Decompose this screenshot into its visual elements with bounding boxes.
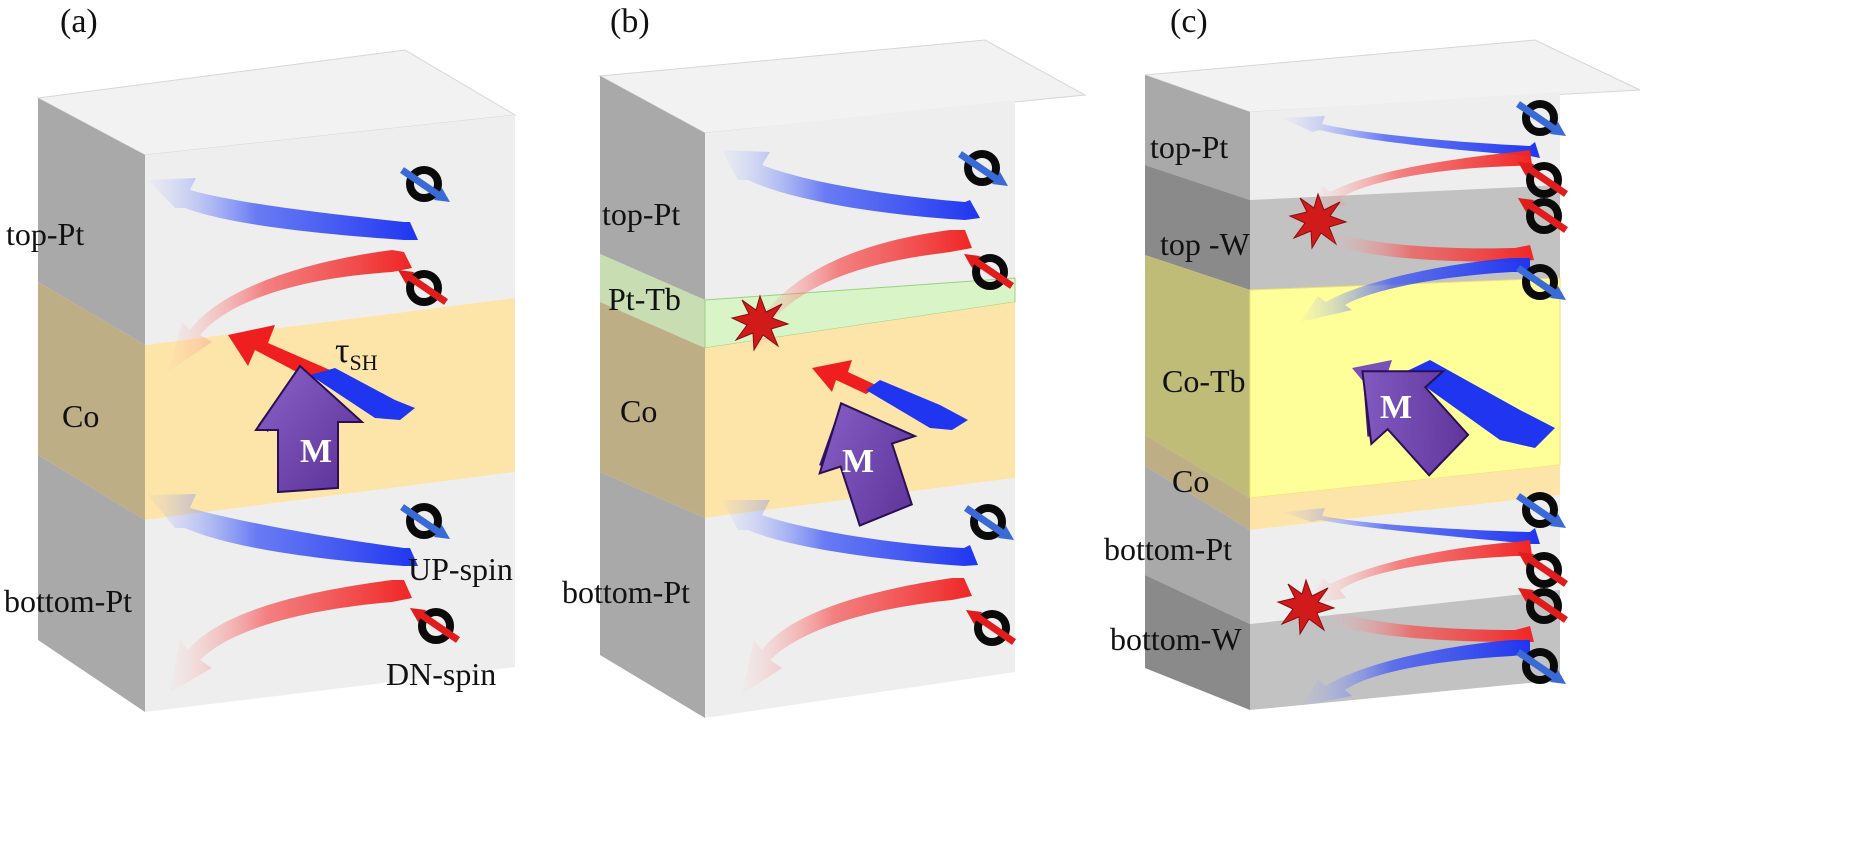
torque-arrow-blue [1405, 360, 1555, 448]
layer-side-bottom-w [1145, 575, 1250, 710]
magnetization-arrow [254, 364, 365, 494]
magnetization-label: M [1380, 389, 1412, 426]
up-spin-arrow [1300, 640, 1530, 706]
panel-label-a: (a) [60, 3, 98, 40]
layer-label-bottom-w: bottom-W [1110, 621, 1242, 657]
layer-side-co [600, 302, 705, 518]
panel-label-c: (c) [1170, 3, 1208, 40]
up-spin-arrow [148, 494, 418, 566]
dn-spin-arrow [170, 580, 412, 692]
layer-side-top-pt [1145, 75, 1250, 200]
layer-label-top-pt: top-Pt [1150, 129, 1228, 165]
layer-side-top-w [1145, 165, 1250, 290]
up-spin-arrow [1282, 116, 1540, 158]
magnetization-label: M [300, 433, 332, 470]
magnetization-label: M [842, 443, 874, 480]
layer-label-pt-tb: Pt-Tb [608, 281, 681, 317]
dn-spin-arrow [1330, 612, 1534, 642]
torque-arrow-blue [866, 380, 968, 430]
dn-spin-arrow [1310, 540, 1532, 604]
layer-label-co: Co [620, 393, 657, 429]
layer-side-bottom-pt [38, 455, 145, 712]
layer-side-top-pt [600, 76, 705, 300]
layer-side-co [38, 282, 145, 520]
layer-label-bottom-pt: bottom-Pt [562, 574, 690, 610]
panel-b: (b) top-Pt Pt-Tb Co bottom-Pt [562, 3, 1087, 718]
magnetization-arrow [1361, 370, 1470, 477]
dn-spin-arrow [168, 250, 412, 372]
up-spin-arrow [722, 500, 978, 566]
layer-label-bottom-pt: bottom-Pt [4, 583, 132, 619]
layer-side-bottom-pt [1145, 466, 1250, 624]
up-spin-label: UP-spin [408, 551, 513, 587]
panel-label-b: (b) [610, 3, 650, 40]
layer-side-co [1145, 435, 1250, 530]
layer-label-co-tb: Co-Tb [1162, 363, 1246, 399]
dn-spin-arrow [742, 578, 972, 694]
layer-side-pt-tb [600, 254, 705, 348]
panel-c: (c) top-Pt top -W Co-Tb Co bottom-Pt bot… [1104, 3, 1641, 710]
layer-side-co-tb [1145, 255, 1250, 498]
box-top-face [1144, 39, 1641, 113]
up-spin-arrow [722, 150, 980, 220]
layer-side-top-pt [38, 98, 145, 345]
layer-front-co [705, 302, 1015, 518]
torque-arrow-blue [310, 368, 415, 420]
torque-arrow-red [812, 360, 878, 394]
torque-label: τSH [335, 330, 378, 375]
up-spin-arrow [148, 178, 418, 240]
up-spin-arrow [1282, 508, 1540, 544]
dn-spin-label: DN-spin [386, 656, 496, 692]
dn-spin-arrow [1310, 150, 1532, 210]
layer-front-co [1250, 465, 1560, 530]
layer-label-top-pt: top-Pt [602, 196, 680, 232]
magnetization-arrow [818, 401, 918, 527]
torque-arrow-red [228, 325, 330, 380]
layer-label-co: Co [1172, 463, 1209, 499]
layer-side-bottom-pt [600, 472, 705, 718]
layer-label-top-w: top -W [1160, 226, 1251, 262]
panel-a: (a) top-Pt Co bottom-Pt UP-spin DN-spin … [4, 3, 517, 712]
layer-label-bottom-pt: bottom-Pt [1104, 531, 1232, 567]
dn-spin-arrow [750, 230, 972, 352]
dn-spin-arrow [1330, 232, 1534, 262]
up-spin-arrow [1300, 258, 1530, 322]
layer-front-bottom-w [1250, 590, 1560, 710]
layer-front-top-pt [1250, 92, 1560, 200]
layer-label-co: Co [62, 398, 99, 434]
layer-label-top-pt: top-Pt [6, 216, 84, 252]
